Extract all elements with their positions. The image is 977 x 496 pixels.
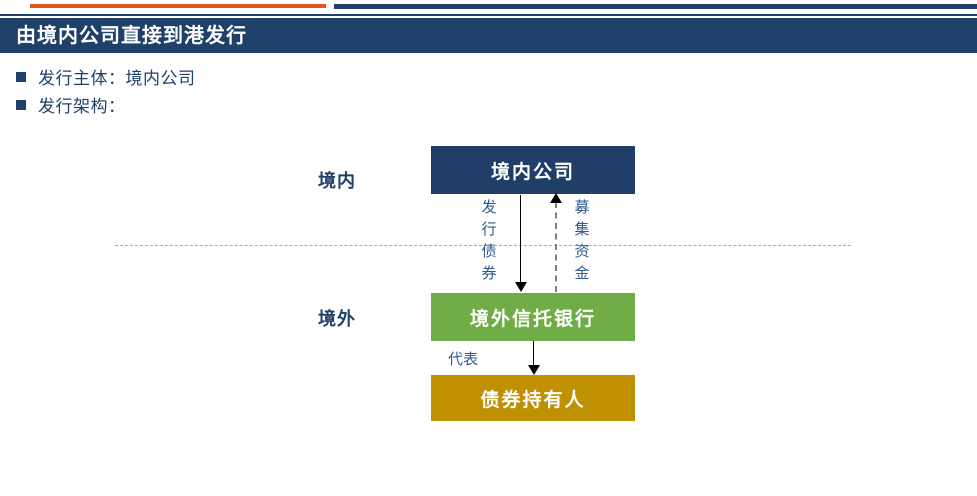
entity-box-label: 境内公司: [490, 161, 575, 183]
zone-label-onshore: 境内: [318, 171, 356, 191]
square-bullet-icon: [16, 71, 26, 82]
title-bar: [0, 18, 977, 53]
flow-label-represent: 代表: [448, 352, 479, 368]
entity-box-label: 债券持有人: [480, 389, 586, 411]
arrow-issue-bonds-head-icon: [515, 282, 527, 292]
arrow-raise-funds-head-icon: [550, 193, 562, 203]
bullet-item-structure: 发行架构：: [16, 92, 126, 117]
arrow-raise-funds-line: [555, 202, 557, 292]
bullet-label: 发行架构：: [38, 97, 126, 116]
entity-box-offshore-trust-bank: 境外信托银行: [431, 293, 635, 341]
decor-horizontal-rule: [0, 14, 977, 16]
entity-box-label: 境外信托银行: [469, 308, 596, 330]
bullet-item-issuer: 发行主体：境内公司: [16, 64, 196, 89]
decor-blue-bar: [334, 4, 977, 9]
arrow-represent-head-icon: [528, 365, 540, 375]
flow-label-raise-funds: 募集资金: [574, 200, 590, 282]
decor-orange-bar: [30, 4, 326, 8]
page-title: 由境内公司直接到港发行: [16, 25, 247, 47]
arrow-represent-line: [533, 341, 534, 367]
bullet-label: 发行主体：境内公司: [38, 69, 196, 88]
onshore-offshore-divider: [115, 245, 851, 246]
entity-box-bondholders: 债券持有人: [431, 375, 635, 421]
flow-label-issue-bonds: 发行债券: [481, 200, 497, 282]
zone-label-offshore: 境外: [318, 309, 356, 329]
arrow-issue-bonds-line: [520, 195, 521, 285]
square-bullet-icon: [16, 99, 26, 110]
entity-box-onshore-company: 境内公司: [431, 146, 635, 194]
